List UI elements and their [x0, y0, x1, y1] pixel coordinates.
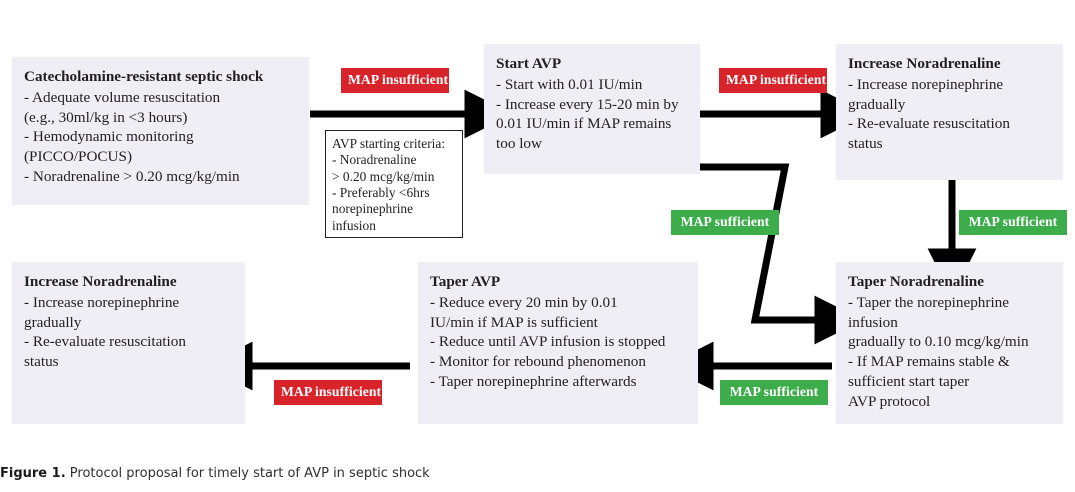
edge-label-map-sufficient-avp-to-taper-nor: MAP sufficient — [671, 210, 779, 235]
node-line: sufficient start taper — [848, 372, 970, 390]
figure-caption-text: Protocol proposal for timely start of AV… — [69, 466, 430, 481]
node-title: Taper AVP — [430, 273, 501, 290]
node-taper-avp: Taper AVP - Reduce every 20 min by 0.01 … — [418, 262, 698, 424]
node-line: IU/min if MAP is sufficient — [430, 313, 598, 331]
node-line: - Taper norepinephrine afterwards — [430, 372, 637, 390]
node-line: - Increase every 15-20 min by — [496, 95, 679, 113]
node-start-avp: Start AVP - Start with 0.01 IU/min - Inc… — [484, 44, 700, 174]
criteria-line: infusion — [332, 217, 376, 233]
node-line: - Taper the norepinephrine — [848, 293, 1010, 311]
node-line: - Hemodynamic monitoring — [24, 128, 194, 146]
criteria-line: - Preferably <6hrs — [332, 185, 430, 201]
criteria-line: norepinephrine — [332, 201, 414, 217]
edge-label-map-insufficient-avp-to-increase-nor: MAP insufficient — [719, 68, 827, 93]
node-line: - Monitor for rebound phenomenon — [430, 353, 646, 370]
edge-label-map-insufficient-shock-to-avp: MAP insufficient — [341, 68, 449, 93]
node-title: Increase Noradrenaline — [24, 273, 177, 290]
arrow-start-avp-to-taper-nor — [700, 163, 864, 345]
node-title: Increase Noradrenaline — [848, 55, 1001, 72]
node-line: - Reduce until AVP infusion is stopped — [430, 333, 666, 351]
node-increase-noradrenaline-top: Increase Noradrenaline - Increase norepi… — [836, 44, 1063, 180]
node-line: (PICCO/POCUS) — [24, 148, 133, 165]
figure-label: Figure 1. — [0, 466, 66, 481]
node-avp-starting-criteria: AVP starting criteria: - Noradrenaline >… — [325, 130, 463, 238]
node-title: Catecholamine-resistant septic shock — [24, 68, 264, 85]
node-line: status — [24, 353, 59, 370]
node-line: - Increase norepinephrine — [848, 75, 1004, 93]
node-taper-noradrenaline: Taper Noradrenaline - Taper the norepine… — [836, 262, 1063, 424]
node-line: - Reduce every 20 min by 0.01 — [430, 293, 618, 311]
node-line: status — [848, 135, 883, 152]
node-line: - Re-evaluate resuscitation — [24, 333, 186, 351]
node-line: too low — [496, 135, 542, 152]
node-line: - Start with 0.01 IU/min — [496, 75, 643, 93]
criteria-line: AVP starting criteria: — [332, 136, 446, 151]
criteria-line: > 0.20 mcg/kg/min — [332, 168, 435, 184]
node-line: 0.01 IU/min if MAP remains — [496, 115, 672, 133]
node-line: - If MAP remains stable & — [848, 353, 1010, 370]
node-catecholamine-resistant-septic-shock: Catecholamine-resistant septic shock - A… — [12, 57, 309, 205]
node-line: - Increase norepinephrine — [24, 293, 180, 311]
node-line: - Noradrenaline > 0.20 mcg/kg/min — [24, 167, 240, 185]
node-line: - Adequate volume resuscitation — [24, 88, 221, 106]
criteria-line: - Noradrenaline — [332, 152, 417, 168]
node-line: gradually — [848, 95, 906, 113]
node-title: Start AVP — [496, 55, 562, 72]
node-increase-noradrenaline-bottom: Increase Noradrenaline - Increase norepi… — [12, 262, 245, 424]
node-line: - Re-evaluate resuscitation — [848, 115, 1010, 133]
node-line: AVP protocol — [848, 392, 931, 410]
node-line: (e.g., 30ml/kg in <3 hours) — [24, 108, 188, 126]
edge-label-map-sufficient-taper-nor-to-taper-avp: MAP sufficient — [720, 380, 828, 405]
node-line: infusion — [848, 313, 898, 331]
edge-label-map-insufficient-taper-avp-to-increase-nor: MAP insufficient — [274, 380, 382, 405]
figure-caption: Figure 1. Protocol proposal for timely s… — [0, 466, 700, 481]
node-line: gradually — [24, 313, 82, 331]
node-title: Taper Noradrenaline — [848, 273, 984, 290]
edge-label-map-sufficient-increase-nor-to-taper-nor: MAP sufficient — [959, 210, 1067, 235]
node-line: gradually to 0.10 mcg/kg/min — [848, 333, 1029, 351]
